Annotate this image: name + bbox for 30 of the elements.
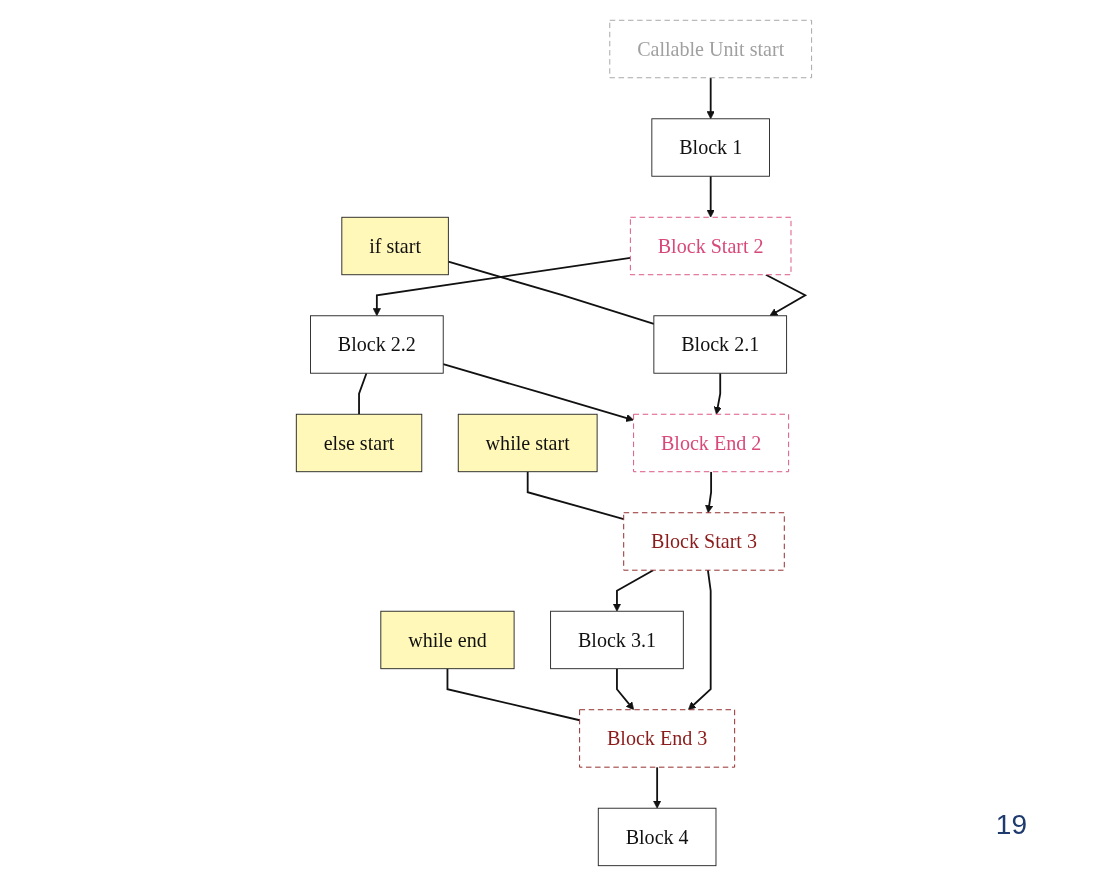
connector (447, 260, 655, 325)
connector (357, 372, 367, 416)
node-box: Block End 2 (632, 413, 789, 473)
node-box: Block 2.2 (309, 315, 444, 374)
node-box: Block 3.1 (549, 610, 684, 670)
node-box: while start (457, 413, 598, 473)
connector (446, 667, 581, 722)
arrow (713, 372, 722, 415)
arrow (441, 363, 634, 422)
arrow (687, 569, 712, 711)
node-box: Block Start 3 (622, 512, 785, 571)
arrow (706, 175, 715, 218)
node-box: while end (379, 610, 515, 670)
arrow (615, 667, 634, 711)
node-box: if start (340, 216, 449, 276)
node-box: Block 1 (650, 118, 770, 177)
connector (526, 470, 625, 520)
node-box: Block 4 (597, 807, 716, 867)
page-number: 19 (995, 809, 1027, 841)
arrow (612, 569, 654, 612)
arrow (764, 273, 807, 317)
arrow (652, 766, 661, 809)
arrow (706, 76, 715, 120)
node-box: Block Start 2 (629, 216, 791, 276)
node-box: Block End 3 (578, 709, 735, 768)
arrow (372, 256, 631, 317)
arrow (704, 470, 713, 514)
node-box: Block 2.1 (652, 315, 787, 374)
node-box: Callable Unit start (608, 19, 812, 79)
node-box: else start (295, 413, 422, 473)
